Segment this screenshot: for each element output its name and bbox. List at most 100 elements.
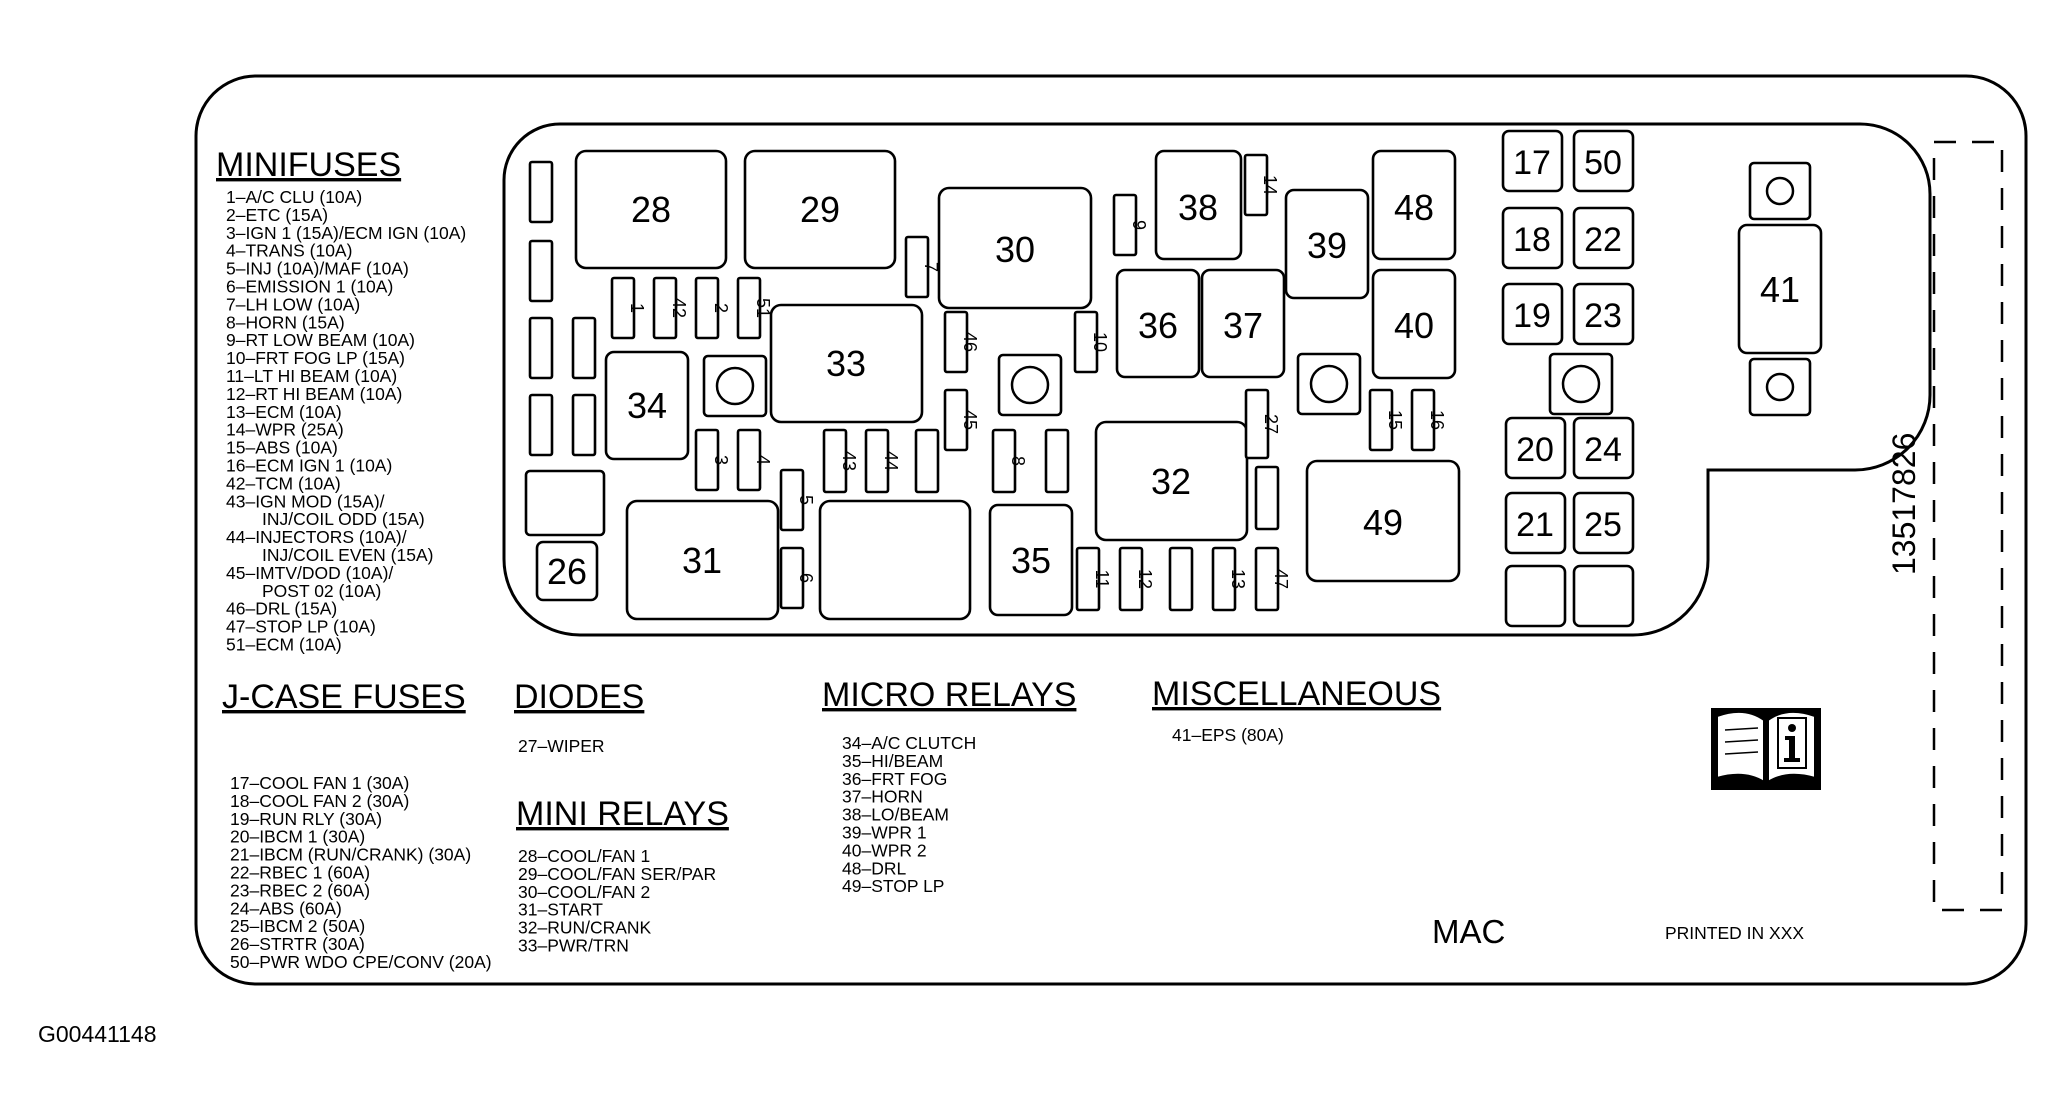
svg-text:38: 38 (1178, 187, 1218, 228)
micro_relays-item: 38–LO/BEAM (842, 805, 949, 825)
svg-text:15: 15 (1385, 410, 1405, 430)
jcase-item: 21–IBCM (RUN/CRANK) (30A) (230, 845, 471, 865)
svg-text:22: 22 (1584, 221, 1622, 259)
jcase-fuse-24: 24 (1572, 416, 1635, 480)
svg-text:17: 17 (1513, 144, 1551, 182)
minifuse-43: 43 (822, 428, 859, 494)
minifuses-item: 47–STOP LP (10A) (226, 617, 376, 637)
svg-text:23: 23 (1584, 297, 1622, 335)
minifuse-2: 2 (694, 276, 731, 340)
relay-35: 35 (988, 503, 1074, 617)
relay-37: 37 (1200, 268, 1286, 379)
jcase-fuse-17: 17 (1501, 129, 1564, 193)
relay-40: 40 (1371, 268, 1457, 380)
part-number: 13517826 (1886, 433, 1922, 575)
mac-label: MAC (1432, 913, 1505, 950)
svg-text:32: 32 (1151, 461, 1191, 502)
minifuse-7: 7 (904, 235, 941, 299)
svg-text:28: 28 (631, 189, 671, 230)
mount-post-2 (997, 353, 1063, 417)
mini_relays-item: 28–COOL/FAN 1 (518, 846, 650, 866)
micro_relays-item: 49–STOP LP (842, 876, 944, 896)
minifuse-1: 1 (610, 276, 647, 340)
svg-text:43: 43 (839, 451, 859, 471)
relay-49: 49 (1305, 459, 1461, 583)
micro_relays-item: 48–DRL (842, 858, 906, 878)
printed-label: PRINTED IN XXX (1665, 923, 1804, 943)
svg-text:41: 41 (1760, 269, 1800, 310)
minifuses-item: 9–RT LOW BEAM (10A) (226, 330, 415, 350)
minifuses-item: 45–IMTV/DOD (10A)/ (226, 563, 393, 583)
svg-text:8: 8 (1008, 456, 1028, 466)
minifuse-8: 8 (991, 428, 1028, 494)
minifuse-5: 5 (779, 468, 816, 532)
svg-text:6: 6 (796, 573, 816, 583)
mega-fuse-41: 41 (1737, 161, 1823, 417)
svg-text:50: 50 (1584, 144, 1622, 182)
svg-text:13: 13 (1228, 569, 1248, 589)
dashed-area (1932, 140, 2004, 912)
minifuse-27: 27 (1244, 388, 1281, 460)
mini-relays-title: MINI RELAYS (516, 795, 729, 833)
minifuses-item: 6–EMISSION 1 (10A) (226, 277, 393, 297)
svg-text:42: 42 (669, 298, 689, 318)
minifuse-10: 10 (1073, 310, 1110, 374)
svg-text:4: 4 (753, 455, 773, 465)
minifuses-item: 44–INJECTORS (10A)/ (226, 527, 407, 547)
minifuses-item: INJ/COIL EVEN (15A) (262, 545, 433, 565)
svg-text:33: 33 (826, 343, 866, 384)
micro_relays-item: 40–WPR 2 (842, 840, 927, 860)
minifuses-item: 43–IGN MOD (15A)/ (226, 491, 385, 511)
minifuse-14: 14 (1243, 153, 1280, 217)
diodes-list: 27–WIPER (518, 736, 605, 756)
svg-text:12: 12 (1135, 569, 1155, 589)
svg-text:47: 47 (1271, 569, 1291, 589)
svg-text:37: 37 (1223, 305, 1263, 346)
jcase-fuse-19: 19 (1501, 282, 1564, 346)
svg-text:20: 20 (1516, 431, 1554, 469)
svg-text:19: 19 (1513, 297, 1551, 335)
svg-text:49: 49 (1363, 502, 1403, 543)
minifuse-46: 46 (943, 310, 980, 374)
svg-text:39: 39 (1307, 225, 1347, 266)
svg-text:26: 26 (547, 551, 587, 592)
relay-34: 34 (604, 350, 690, 461)
minifuse-11: 11 (1075, 546, 1112, 612)
svg-text:9: 9 (1129, 220, 1149, 230)
svg-text:1: 1 (627, 303, 647, 313)
minifuse-4: 4 (736, 428, 773, 492)
minifuses-item: 46–DRL (15A) (226, 599, 337, 619)
minifuses-item: 51–ECM (10A) (226, 635, 342, 655)
mini_relays-item: 30–COOL/FAN 2 (518, 882, 650, 902)
jcase-item: 19–RUN RLY (30A) (230, 809, 382, 829)
svg-text:25: 25 (1584, 506, 1622, 544)
mini_relays-item: 32–RUN/CRANK (518, 918, 652, 938)
manual-info-icon (1711, 708, 1821, 790)
misc-item: 41–EPS (80A) (1172, 725, 1284, 745)
minifuses-item: 1–A/C CLU (10A) (226, 187, 362, 207)
svg-text:27: 27 (1261, 414, 1281, 434)
svg-text:40: 40 (1394, 305, 1434, 346)
jcase-item: 22–RBEC 1 (60A) (230, 863, 370, 883)
minifuses-item: 3–IGN 1 (15A)/ECM IGN (10A) (226, 223, 466, 243)
svg-text:5: 5 (796, 495, 816, 505)
minifuses-item: POST 02 (10A) (262, 581, 381, 601)
minifuses-item: 4–TRANS (10A) (226, 241, 352, 261)
svg-text:2: 2 (711, 303, 731, 313)
misc-list: 41–EPS (80A) (1172, 725, 1284, 745)
jcase-item: 24–ABS (60A) (230, 898, 342, 918)
blank-fuse-slots-left (528, 160, 1280, 612)
svg-text:3: 3 (711, 455, 731, 465)
svg-text:21: 21 (1516, 506, 1554, 544)
jcase-item: 20–IBCM 1 (30A) (230, 827, 365, 847)
minifuses-item: 5–INJ (10A)/MAF (10A) (226, 259, 409, 279)
minifuse-9: 9 (1112, 193, 1149, 257)
svg-text:14: 14 (1260, 175, 1280, 195)
minifuse-13: 13 (1211, 546, 1248, 612)
minifuses-item: 11–LT HI BEAM (10A) (226, 366, 397, 386)
mount-post-4 (1548, 352, 1614, 416)
relay-36: 36 (1115, 268, 1201, 379)
jcase-list: 17–COOL FAN 1 (30A)18–COOL FAN 2 (30A)19… (230, 773, 492, 972)
svg-text:10: 10 (1090, 332, 1110, 352)
